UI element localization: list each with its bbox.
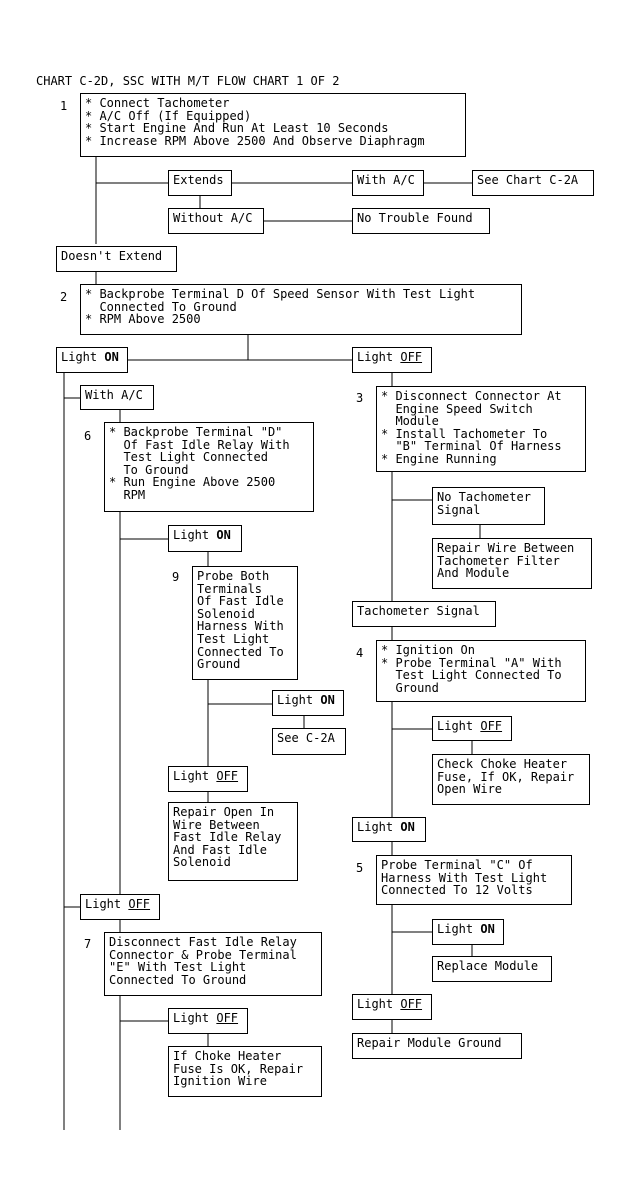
doesnt-extend-box: Doesn't Extend	[56, 246, 177, 272]
tach-signal-box: Tachometer Signal	[352, 601, 496, 627]
no-trouble-box: No Trouble Found	[352, 208, 490, 234]
step-4-box: * Ignition On * Probe Terminal "A" With …	[376, 640, 586, 702]
light-off-box: Light OFF	[352, 994, 432, 1020]
light-off-box: Light OFF	[352, 347, 432, 373]
see-chart-box: See Chart C-2A	[472, 170, 594, 196]
replace-module-box: Replace Module	[432, 956, 552, 982]
step-number: 1	[60, 99, 68, 113]
step-5-box: Probe Terminal "C" Of Harness With Test …	[376, 855, 572, 905]
light-off-box: Light OFF	[432, 716, 512, 741]
light-on-box: Light ON	[272, 690, 344, 716]
step-1-box: * Connect Tachometer * A/C Off (If Equip…	[80, 93, 466, 157]
no-tach-signal-box: No Tachometer Signal	[432, 487, 545, 525]
choke-fuse-box: If Choke Heater Fuse Is OK, Repair Ignit…	[168, 1046, 322, 1097]
light-off-box: Light OFF	[168, 766, 248, 792]
without-ac-box: Without A/C	[168, 208, 264, 234]
repair-ground-box: Repair Module Ground	[352, 1033, 522, 1059]
light-off-box: Light OFF	[80, 894, 160, 920]
extends-box: Extends	[168, 170, 232, 196]
step-number: 4	[356, 646, 364, 660]
light-on-box: Light ON	[352, 817, 426, 842]
light-off-box: Light OFF	[168, 1008, 248, 1034]
step-2-box: * Backprobe Terminal D Of Speed Sensor W…	[80, 284, 522, 335]
step-number: 6	[84, 429, 92, 443]
light-on-box: Light ON	[432, 919, 504, 945]
step-number: 9	[172, 570, 180, 584]
with-ac-box: With A/C	[352, 170, 424, 196]
step-3-box: * Disconnect Connector At Engine Speed S…	[376, 386, 586, 472]
step-number: 5	[356, 861, 364, 875]
step-number: 2	[60, 290, 68, 304]
step-7-box: Disconnect Fast Idle Relay Connector & P…	[104, 932, 322, 996]
repair-wire-box: Repair Wire Between Tachometer Filter An…	[432, 538, 592, 589]
step-number: 3	[356, 391, 364, 405]
check-choke-box: Check Choke Heater Fuse, If OK, Repair O…	[432, 754, 590, 805]
with-ac-box: With A/C	[80, 385, 154, 410]
chart-title: CHART C-2D, SSC WITH M/T FLOW CHART 1 OF…	[36, 74, 340, 88]
light-on-box: Light ON	[168, 525, 242, 552]
see-c2a-box: See C-2A	[272, 728, 346, 755]
step-9-box: Probe Both Terminals Of Fast Idle Soleno…	[192, 566, 298, 680]
light-on-box: Light ON	[56, 347, 128, 373]
step-6-box: * Backprobe Terminal "D" Of Fast Idle Re…	[104, 422, 314, 512]
step-number: 7	[84, 937, 92, 951]
repair-open-box: Repair Open In Wire Between Fast Idle Re…	[168, 802, 298, 881]
